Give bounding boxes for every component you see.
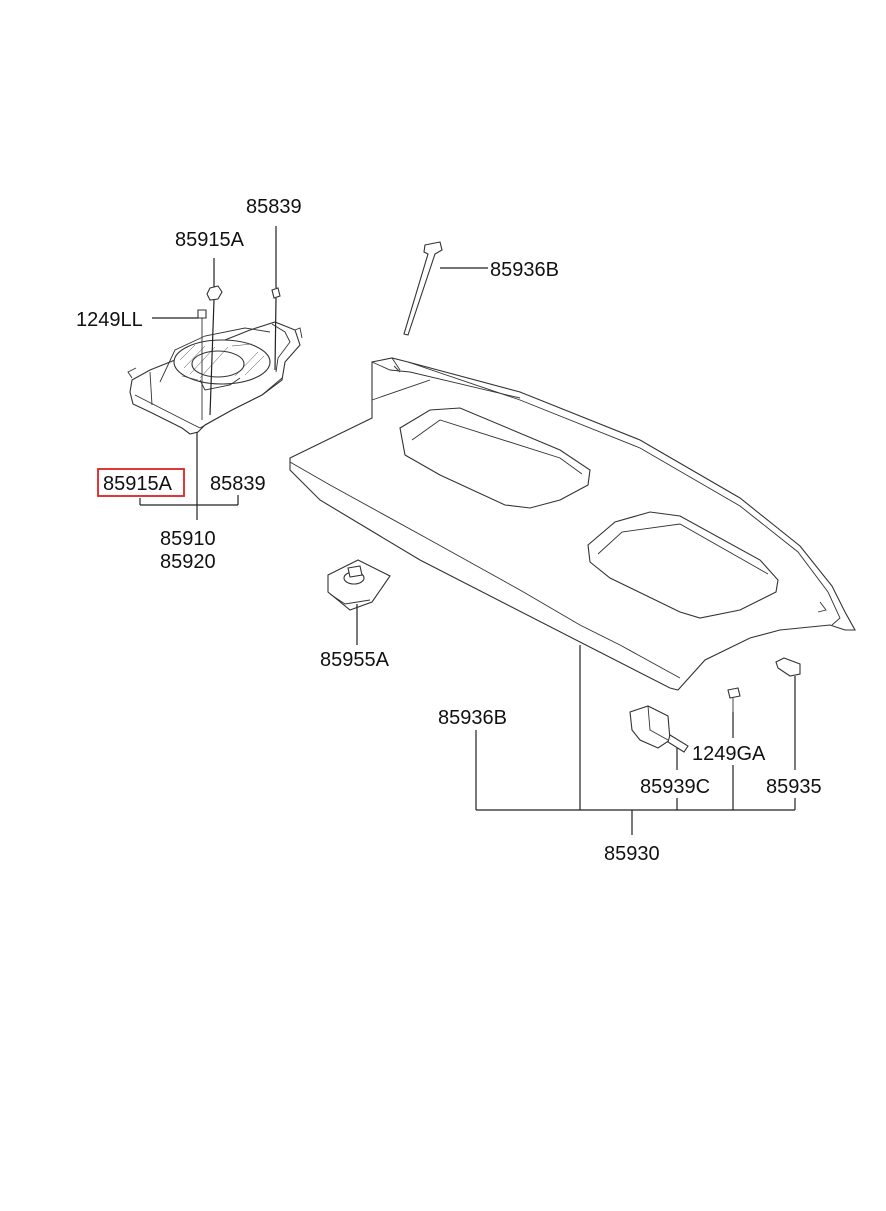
bracket-fasteners xyxy=(152,226,281,420)
label-1249ga: 1249GA xyxy=(692,743,766,765)
label-85839-mid: 85839 xyxy=(210,473,266,495)
label-85935: 85935 xyxy=(766,776,822,798)
label-85920: 85920 xyxy=(160,551,216,573)
label-85839-top: 85839 xyxy=(246,196,302,218)
label-85930: 85930 xyxy=(604,843,660,865)
speaker-bracket-drawing xyxy=(127,321,303,435)
clip-85939c-drawing xyxy=(629,705,689,770)
label-85915a-top: 85915A xyxy=(175,229,245,251)
label-85955a: 85955A xyxy=(320,649,390,671)
label-1249ll: 1249LL xyxy=(76,309,143,331)
label-85939c: 85939C xyxy=(640,776,710,798)
cap-85935-drawing xyxy=(775,657,801,770)
package-tray-drawing xyxy=(289,357,856,691)
label-85915a-highlighted: 85915A xyxy=(103,473,173,495)
speaker-grille-hatch xyxy=(179,343,265,381)
clip-85955a-drawing xyxy=(327,559,391,645)
label-85936b-top: 85936B xyxy=(490,259,559,281)
strap-85936b-drawing xyxy=(403,241,488,336)
label-85936b-bottom: 85936B xyxy=(438,707,507,729)
highlight-box xyxy=(97,468,185,497)
screw-1249ga-drawing xyxy=(727,687,741,738)
label-85910: 85910 xyxy=(160,528,216,550)
